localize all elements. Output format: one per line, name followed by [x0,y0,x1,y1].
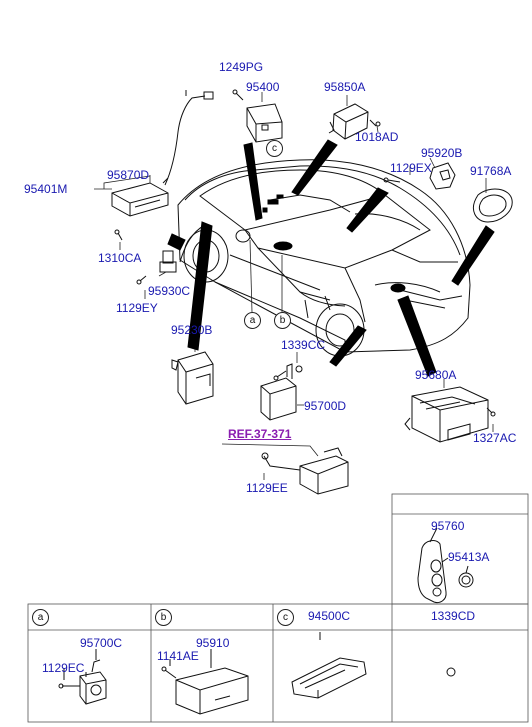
part-95700C [58,649,107,705]
part-1339CD [446,667,456,677]
label-95700C[interactable]: 95700C [80,636,123,650]
part-95910 [161,649,249,715]
car-body [177,159,471,353]
part-95760 [417,527,474,603]
part-94500C [291,632,367,699]
label-1310CA[interactable]: 1310CA [98,251,142,265]
label-95230B[interactable]: 95230B [171,323,213,337]
label-95760[interactable]: 95760 [431,519,465,533]
label-95920B[interactable]: 95920B [421,146,463,160]
label-1129EE[interactable]: 1129EE [246,481,288,495]
part-95700D [260,363,303,421]
label-95870D[interactable]: 95870D [107,168,150,182]
label-1018AD[interactable]: 1018AD [355,130,399,144]
pointer-wedges [167,139,495,377]
part-ref-37-371 [261,447,349,495]
label-91768A[interactable]: 91768A [470,164,512,178]
label-1339CC[interactable]: 1339CC [281,338,326,352]
label-1249PG[interactable]: 1249PG [219,60,264,74]
part-95920B [429,162,456,190]
callout-b: b [274,312,291,329]
leader-lines [94,92,494,480]
table-header-1339CD[interactable]: 1339CD [431,609,476,623]
label-95680A[interactable]: 95680A [415,368,457,382]
part-91768A [473,188,513,223]
label-1129EC[interactable]: 1129EC [42,661,85,675]
part-95400 [232,89,283,143]
label-95413A[interactable]: 95413A [448,550,490,564]
callout-a: a [244,312,261,329]
label-95700D[interactable]: 95700D [304,399,347,413]
table-header-a: a [32,609,49,626]
table-header-c: c [277,609,294,626]
label-1129EY[interactable]: 1129EY [116,301,158,315]
label-ref-37-371[interactable]: REF.37-371 [228,427,292,441]
label-1327AC[interactable]: 1327AC [473,431,517,445]
table-header-b: b [155,609,172,626]
label-95850A[interactable]: 95850A [324,80,366,94]
part-95870D [111,90,214,217]
car-wheels [183,229,365,357]
table-header-94500C[interactable]: 94500C [308,609,351,623]
part-95230B [171,351,214,405]
label-1129EX[interactable]: 1129EX [390,161,432,175]
bottom-table [27,493,529,723]
label-95930C[interactable]: 95930C [148,284,191,298]
label-1141AE[interactable]: 1141AE [157,649,199,663]
part-95930C [159,250,177,273]
callout-c: c [266,140,283,157]
part-95850A [328,103,381,140]
label-95401M[interactable]: 95401M [24,182,68,196]
part-95680A [404,386,489,443]
label-95400[interactable]: 95400 [246,80,280,94]
label-95910[interactable]: 95910 [196,636,230,650]
